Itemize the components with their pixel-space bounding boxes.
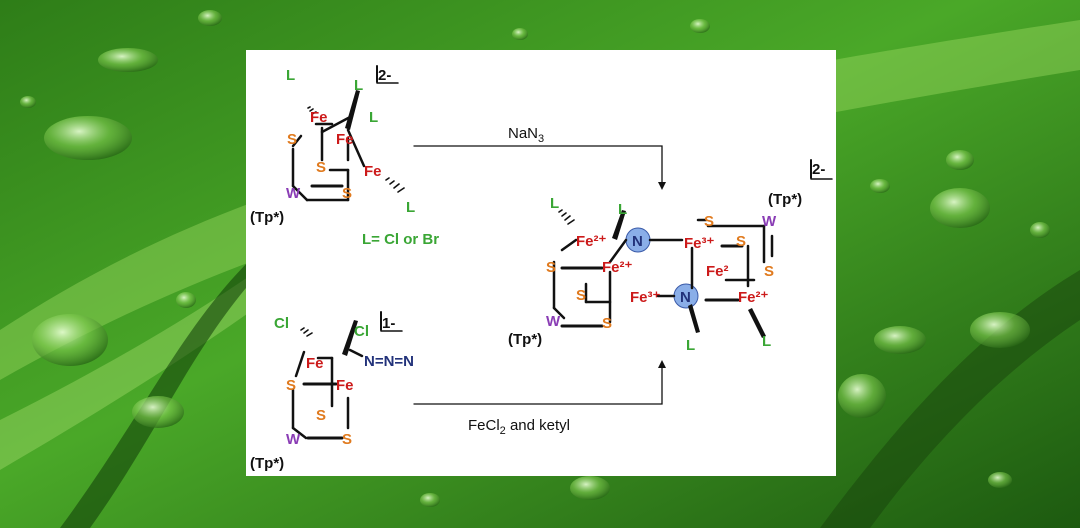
reactant-bottom: Cl Cl Fe Fe S S S W N=N=N (Tp*) 1- xyxy=(250,311,414,472)
tp-ligand-label: (Tp*) xyxy=(250,209,284,226)
iron-label: Fe²⁺ xyxy=(738,289,769,306)
product-cluster: L L L L N N Fe²⁺ Fe²⁺ Fe³⁺ Fe³⁺ Fe² Fe²⁺… xyxy=(508,159,833,354)
charge-label: 1- xyxy=(382,315,395,332)
ligand-label: L xyxy=(762,333,771,350)
sulfur-label: S xyxy=(764,263,774,280)
tp-ligand-label: (Tp*) xyxy=(508,331,542,348)
azide-label: N=N=N xyxy=(364,353,414,370)
chloride-label: Cl xyxy=(354,323,369,340)
charge-label: 2- xyxy=(378,67,391,84)
sulfur-label: S xyxy=(342,185,352,202)
sulfur-label: S xyxy=(287,131,297,148)
ligand-label: L xyxy=(618,201,627,218)
sulfur-label: S xyxy=(316,407,326,424)
sulfur-label: S xyxy=(546,259,556,276)
iron-label: Fe xyxy=(336,377,354,394)
reagent-nan3: NaN3 xyxy=(508,125,544,145)
tp-ligand-label: (Tp*) xyxy=(768,191,802,208)
sulfur-label: S xyxy=(576,287,586,304)
sulfur-label: S xyxy=(286,377,296,394)
reagent-fecl2-ketyl: FeCl2 and ketyl xyxy=(468,417,570,437)
chloride-label: Cl xyxy=(274,315,289,332)
nitrogen-label: N xyxy=(680,289,691,306)
ligand-label: L xyxy=(369,109,378,126)
iron-label: Fe²⁺ xyxy=(602,259,633,276)
iron-label: Fe xyxy=(310,109,328,126)
tungsten-label: W xyxy=(286,185,301,202)
iron-label: Fe xyxy=(306,355,324,372)
ligand-label: L xyxy=(286,67,295,84)
ligand-label: L xyxy=(550,195,559,212)
sulfur-label: S xyxy=(704,213,714,230)
nitrogen-label: N xyxy=(632,233,643,250)
iron-label: Fe xyxy=(336,131,354,148)
tungsten-label: W xyxy=(286,431,301,448)
iron-label: Fe³⁺ xyxy=(630,289,661,306)
iron-label: Fe xyxy=(364,163,382,180)
tp-ligand-label: (Tp*) xyxy=(250,455,284,472)
sulfur-label: S xyxy=(316,159,326,176)
sulfur-label: S xyxy=(602,315,612,332)
scheme-panel: L L L L Fe Fe Fe S S S W (Tp*) 2- L= Cl … xyxy=(246,50,836,476)
ligand-definition: L= Cl or Br xyxy=(362,231,439,248)
charge-label: 2- xyxy=(812,161,825,178)
tungsten-label: W xyxy=(546,313,561,330)
reaction-arrows: NaN3 FeCl2 and ketyl xyxy=(413,125,666,437)
reactant-top: L L L L Fe Fe Fe S S S W (Tp*) 2- L= Cl … xyxy=(250,65,439,248)
ligand-label: L xyxy=(686,337,695,354)
ligand-label: L xyxy=(406,199,415,216)
iron-label: Fe²⁺ xyxy=(576,233,607,250)
ligand-label: L xyxy=(354,77,363,94)
sulfur-label: S xyxy=(342,431,352,448)
sulfur-label: S xyxy=(736,233,746,250)
tungsten-label: W xyxy=(762,213,777,230)
iron-label: Fe² xyxy=(706,263,729,280)
iron-label: Fe³⁺ xyxy=(684,235,715,252)
reaction-scheme: L L L L Fe Fe Fe S S S W (Tp*) 2- L= Cl … xyxy=(250,65,833,472)
water-droplets xyxy=(20,10,1050,507)
